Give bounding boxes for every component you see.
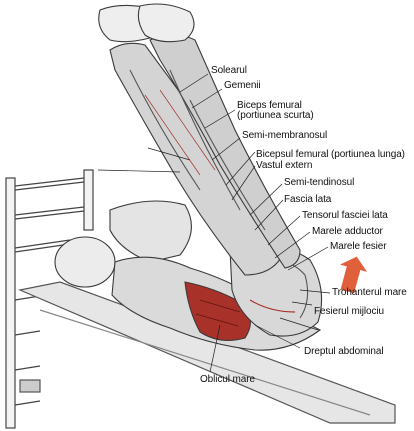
label-bicepsul-femural-lunga: Bicepsul femural (portiunea lunga) bbox=[256, 149, 405, 160]
label-marele-adductor: Marele adductor bbox=[312, 226, 383, 237]
label-oblicul-mare: Oblicul mare bbox=[200, 374, 255, 385]
label-vastul-extern: Vastul extern bbox=[256, 160, 313, 171]
head bbox=[54, 236, 116, 288]
label-semi-tendinosul: Semi-tendinosul bbox=[284, 177, 355, 188]
leader-lines bbox=[97, 73, 331, 373]
label-biceps-femural-sub: (portiunea scurta) bbox=[237, 110, 314, 121]
label-trohanterul-mare: Trohanterul mare bbox=[332, 287, 407, 298]
front-leg bbox=[149, 34, 301, 269]
feet bbox=[98, 3, 195, 43]
raised-legs bbox=[109, 34, 301, 276]
arms-behind-head bbox=[109, 200, 192, 263]
label-gemenii: Gemenii bbox=[224, 80, 261, 91]
direction-arrow bbox=[340, 256, 368, 294]
label-dreptul-abdominal: Dreptul abdominal bbox=[304, 346, 384, 357]
label-solearul: Solearul bbox=[211, 65, 247, 76]
label-semi-membranosul: Semi-membranosul bbox=[242, 130, 328, 141]
label-tensorul-fasciei-lata: Tensorul fasciei lata bbox=[302, 210, 388, 221]
label-marele-fesier: Marele fesier bbox=[330, 241, 387, 252]
label-fesierul-mijlociu: Fesierul mijlociu bbox=[314, 306, 384, 317]
label-fascia-lata: Fascia lata bbox=[284, 194, 332, 205]
incline-bench bbox=[17, 281, 396, 424]
abdominal-muscle bbox=[184, 281, 251, 341]
label-biceps-femural: Biceps femural bbox=[237, 100, 302, 111]
